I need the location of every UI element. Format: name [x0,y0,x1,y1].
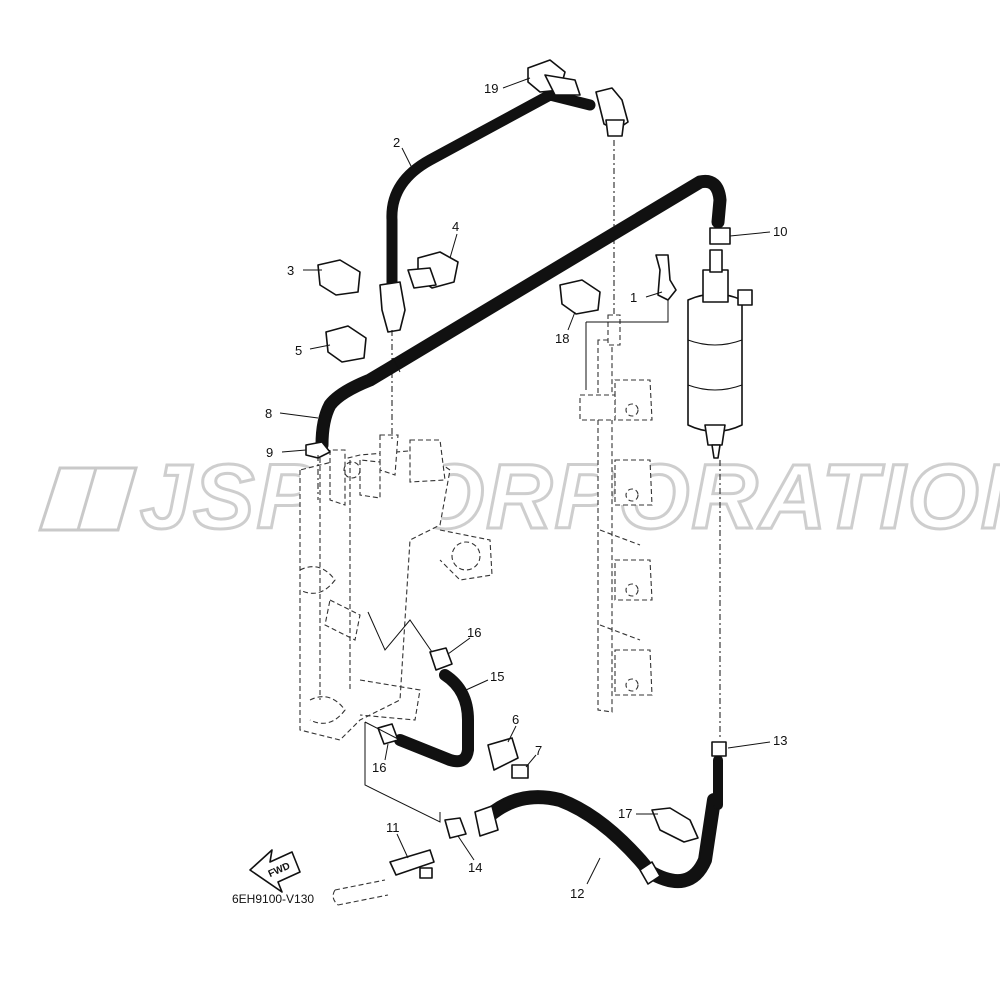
callout-15: 15 [490,669,504,684]
callout-11: 11 [386,820,400,835]
bracket-line-11 [364,721,441,823]
callout-9: 9 [266,445,273,460]
callout-16-lower: 16 [372,760,386,775]
clamp-9 [305,441,331,459]
clamp-4 [407,251,459,289]
joint-11 [389,849,435,879]
clamp-19 [527,59,581,96]
callout-5: 5 [295,343,302,358]
callout-2: 2 [393,135,400,150]
callout-1: 1 [630,290,637,305]
callout-16-upper: 16 [467,625,481,640]
hose-8 [315,174,727,452]
clamp-5 [325,325,367,363]
watermark-logo-icon-2 [76,466,138,532]
bracket-6 [487,737,519,771]
bracket-line-18 [585,300,669,390]
callout-18: 18 [555,331,569,346]
outlet-pipe-ghost [332,879,389,906]
joint-elbow [595,87,629,137]
callout-7: 7 [535,743,542,758]
callout-13: 13 [773,733,787,748]
callouts: 1 2 3 4 5 6 7 8 9 10 11 12 13 14 15 16 1 [265,77,787,901]
callout-17: 17 [618,806,632,821]
callout-8: 8 [265,406,272,421]
hose-13 [711,741,727,810]
bracket-line-16 [367,611,433,653]
clamp-14 [444,817,467,839]
clamp-16-upper [429,647,453,671]
engine-block-ghost [299,434,493,741]
clip-1 [655,254,677,301]
diagram-code: 6EH9100-V130 [232,892,315,906]
clip-17 [651,807,699,843]
clamp-18 [559,279,601,315]
callout-6: 6 [512,712,519,727]
callout-19: 19 [484,81,498,96]
fuel-pump [687,249,753,459]
bolt-7 [511,764,529,779]
fuel-rail-ghost [579,314,653,713]
watermark-text: JSP CORPORATION [140,446,1000,548]
callout-12: 12 [570,886,584,901]
callout-14: 14 [468,860,482,875]
clamp-3 [317,259,361,296]
watermark: JSP CORPORATION [37,445,1000,550]
hose-15 [394,669,474,768]
hose-2 [386,89,596,296]
hose-12 [474,790,721,888]
callout-10: 10 [773,224,787,239]
fwd-arrow-icon: FWD [249,849,301,893]
callout-4: 4 [452,219,459,234]
clamp-10 [709,227,731,245]
callout-3: 3 [287,263,294,278]
joint-3way [379,281,406,333]
